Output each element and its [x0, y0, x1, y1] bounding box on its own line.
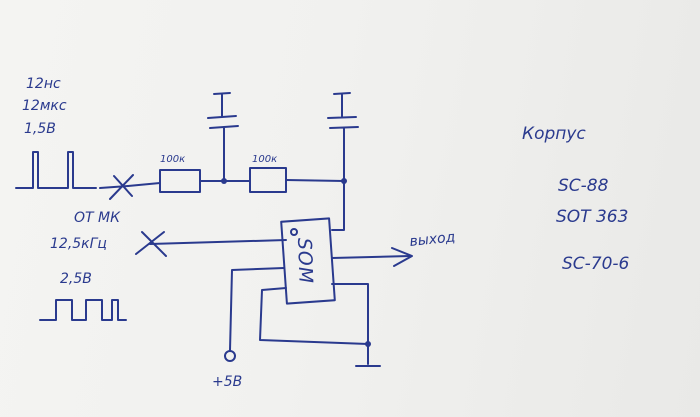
resistor-r1 — [159, 169, 201, 193]
output-wire — [331, 255, 411, 259]
wire-node-chip — [331, 180, 345, 231]
capacitor-c2-icon — [327, 92, 359, 182]
resistor-r1-label: 100к — [160, 154, 185, 165]
wire-r2-node — [285, 179, 345, 182]
pulse-duration-label: 12нс — [26, 76, 61, 92]
power-label: +5В — [212, 374, 242, 390]
power-terminal-icon — [224, 350, 236, 362]
package-item: SC-88 — [558, 176, 609, 196]
resistor-r2 — [249, 167, 287, 193]
resistor-r2-label: 100к — [252, 154, 277, 165]
wire-to-r1 — [127, 182, 161, 187]
ground-loop-wire — [259, 287, 369, 345]
ic-chip-label: SOM — [293, 237, 317, 284]
package-item: SOT 363 — [556, 207, 628, 227]
ic-chip — [280, 217, 336, 305]
pin1-marker-icon — [290, 228, 298, 236]
mk-source-label: ОТ МК — [74, 210, 121, 226]
package-item: SC-70-6 — [562, 254, 630, 274]
mk-amplitude-label: 2,5В — [60, 271, 92, 287]
capacitor-c1-icon — [207, 92, 239, 182]
chip-ground-wire — [331, 283, 369, 365]
power-wire — [229, 267, 285, 351]
pulse-amplitude-label: 1,5В — [24, 121, 56, 137]
pulse-period-label: 12мкс — [22, 98, 67, 114]
mk-waveform-icon — [39, 299, 127, 321]
mk-frequency-label: 12,5кГц — [50, 236, 107, 252]
output-arrow-icon — [391, 247, 413, 267]
packages-title: Корпус — [522, 124, 586, 144]
output-label: выход — [409, 229, 456, 250]
junction-node-3 — [365, 341, 371, 347]
cross-mark-icon — [109, 174, 134, 200]
mk-wire — [149, 239, 287, 245]
pulse-waveform-icon — [15, 151, 97, 189]
